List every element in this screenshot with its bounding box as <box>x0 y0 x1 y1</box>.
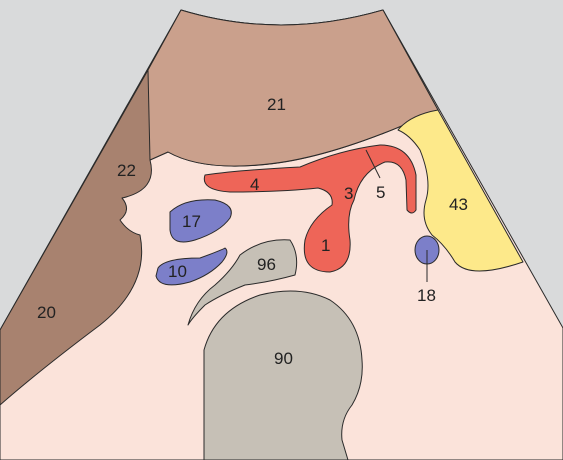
region-90 <box>204 291 362 460</box>
label-90: 90 <box>274 349 293 368</box>
label-1: 1 <box>321 236 330 255</box>
label-4: 4 <box>250 175 259 194</box>
label-3: 3 <box>344 184 353 203</box>
label-96: 96 <box>257 255 276 274</box>
label-18: 18 <box>417 286 436 305</box>
label-10: 10 <box>168 262 187 281</box>
label-5: 5 <box>376 183 385 202</box>
label-17: 17 <box>182 212 201 231</box>
label-43: 43 <box>449 195 468 214</box>
label-20: 20 <box>37 303 56 322</box>
label-21: 21 <box>267 95 286 114</box>
label-22: 22 <box>117 161 136 180</box>
